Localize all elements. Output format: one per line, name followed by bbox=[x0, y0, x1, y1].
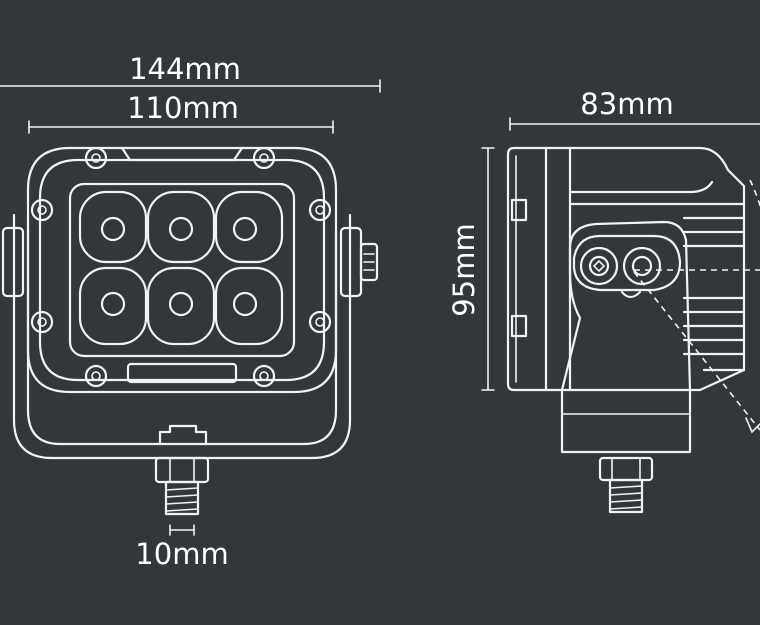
pivot-bolt-right bbox=[622, 246, 662, 286]
bolt-mid-left-lower bbox=[30, 310, 54, 334]
led-reflector bbox=[146, 266, 216, 346]
rotation-arc bbox=[633, 179, 760, 440]
side-housing bbox=[506, 146, 746, 392]
label-height: 95mm bbox=[447, 223, 481, 316]
led-reflector bbox=[146, 190, 216, 264]
led-array bbox=[78, 190, 284, 346]
housing-bolts bbox=[30, 146, 332, 388]
dimension-housing-width: 110mm bbox=[28, 91, 334, 134]
label-overall-width: 144mm bbox=[129, 52, 241, 86]
light-housing bbox=[26, 146, 338, 394]
label-side-depth: 83mm bbox=[580, 87, 673, 121]
bolt-mid-right-upper bbox=[308, 198, 332, 222]
bolt-bottom-left bbox=[84, 364, 108, 388]
dimension-side-depth: 83mm bbox=[509, 87, 760, 131]
led-reflector bbox=[78, 266, 148, 346]
dimension-stud-size: 10mm bbox=[135, 524, 229, 571]
dimension-height: 95mm bbox=[447, 147, 495, 391]
heat-sink-fins bbox=[568, 180, 746, 372]
mounting-stud-side bbox=[598, 456, 654, 514]
mounting-bracket bbox=[1, 213, 379, 460]
led-reflector bbox=[214, 266, 284, 346]
bolt-top-right bbox=[252, 146, 276, 170]
pivot-bolt-left bbox=[579, 246, 619, 286]
led-reflector bbox=[78, 190, 148, 264]
label-stud-size: 10mm bbox=[135, 537, 228, 571]
bolt-bottom-right bbox=[252, 364, 276, 388]
mounting-stud-front bbox=[154, 424, 210, 516]
dimension-overall-width: 144mm bbox=[0, 52, 381, 93]
bolt-top-left bbox=[84, 146, 108, 170]
side-bracket bbox=[560, 220, 692, 454]
bolt-mid-left-upper bbox=[30, 198, 54, 222]
bolt-mid-right-lower bbox=[308, 310, 332, 334]
label-housing-width: 110mm bbox=[127, 91, 239, 125]
led-reflector bbox=[214, 190, 284, 264]
